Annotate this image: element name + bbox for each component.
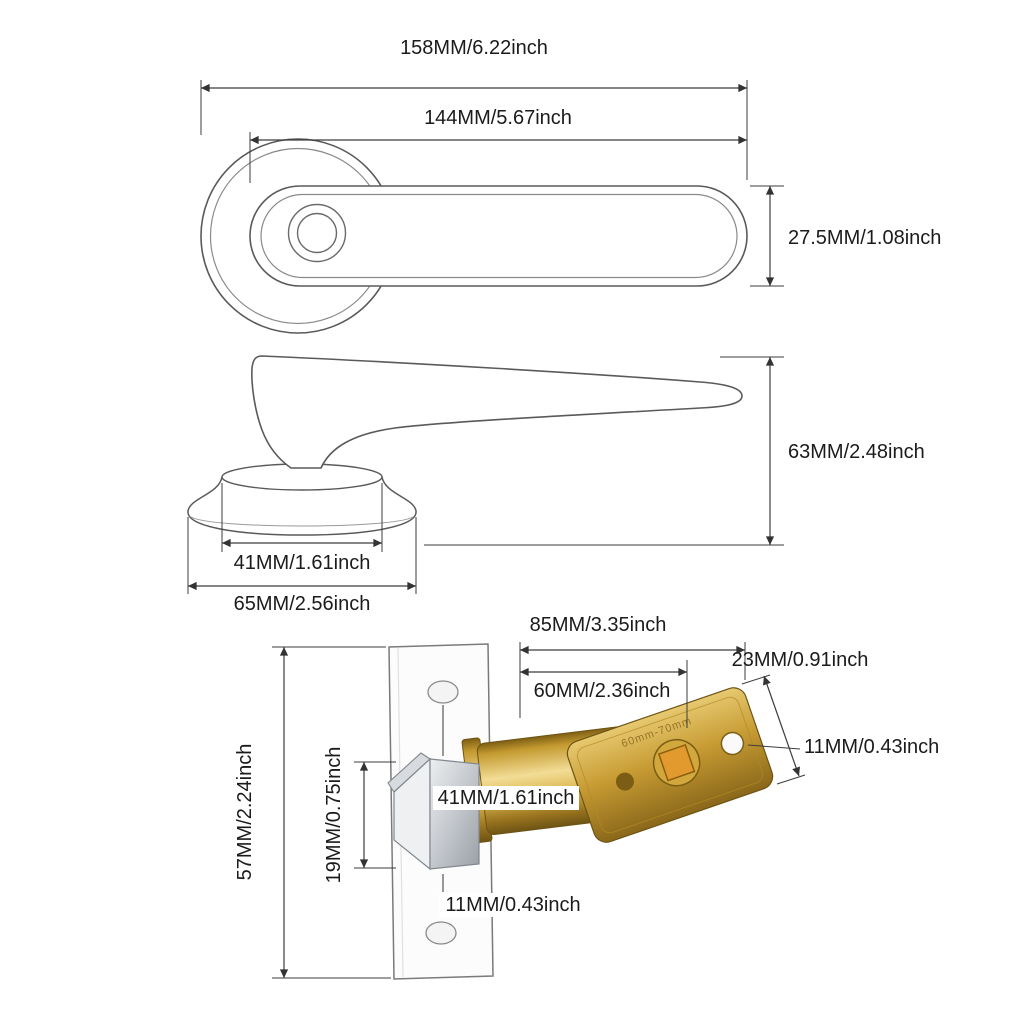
- handle-side-view: [187, 355, 743, 536]
- lever-inner-outline: [260, 193, 738, 279]
- dim-label-rose-neck: 41MM/1.61inch: [234, 552, 371, 574]
- latch-dimensions: 85MM/3.35inch 60MM/2.36inch 23MM/0.91inc…: [234, 614, 939, 979]
- dim-label-faceplate-length: 57MM/2.24inch: [234, 744, 256, 881]
- bolt-front-face: [429, 758, 480, 870]
- fingerprint-sensor-inner: [296, 212, 338, 254]
- dim-label-lever-length: 144MM/5.67inch: [424, 107, 572, 129]
- label-background: [433, 786, 579, 810]
- leader-line-case-hole: [747, 744, 801, 750]
- dim-label-lever-width: 27.5MM/1.08inch: [788, 227, 941, 249]
- extension-line: [776, 774, 806, 785]
- case-pin-hole: [615, 772, 634, 791]
- latch-case-face-line: [576, 696, 764, 834]
- lever-outline: [249, 185, 748, 287]
- latch-case-group: 60mm-70mm: [566, 687, 774, 843]
- screw-hole-bottom: [425, 921, 457, 945]
- dim-label-latch-body: 85MM/3.35inch: [530, 614, 667, 636]
- dim-label-screw-hole: 11MM/0.43inch: [445, 894, 580, 916]
- case-round-hole: [720, 731, 745, 756]
- dim-label-backset: 60MM/2.36inch: [534, 680, 671, 702]
- dim-label-case-hole: 11MM/0.43inch: [804, 736, 939, 758]
- dim-label-case-width: 23MM/0.91inch: [732, 649, 869, 671]
- dim-label-total-length: 158MM/6.22inch: [400, 37, 548, 59]
- lever-profile: [251, 355, 743, 469]
- dim-label-overall-height: 63MM/2.48inch: [788, 441, 925, 463]
- handle-top-view: [200, 138, 748, 334]
- side-view-dimensions: 63MM/2.48inch 41MM/1.61inch 65MM/2.56inc…: [187, 356, 925, 615]
- top-view-dimensions: 158MM/6.22inch 144MM/5.67inch 27.5MM/1.0…: [200, 37, 941, 287]
- dim-label-bolt-length: 41MM/1.61inch: [438, 787, 575, 809]
- dim-label-rose-base: 65MM/2.56inch: [234, 593, 371, 615]
- rose-base-edge-line: [190, 516, 414, 527]
- spindle-square-hole: [657, 743, 696, 782]
- dim-label-bolt-height: 19MM/0.75inch: [323, 747, 345, 884]
- screw-hole-top: [427, 680, 459, 704]
- dimension-line-case-width: [762, 675, 801, 777]
- rose-base-flare: [187, 476, 417, 536]
- label-background: [439, 893, 587, 917]
